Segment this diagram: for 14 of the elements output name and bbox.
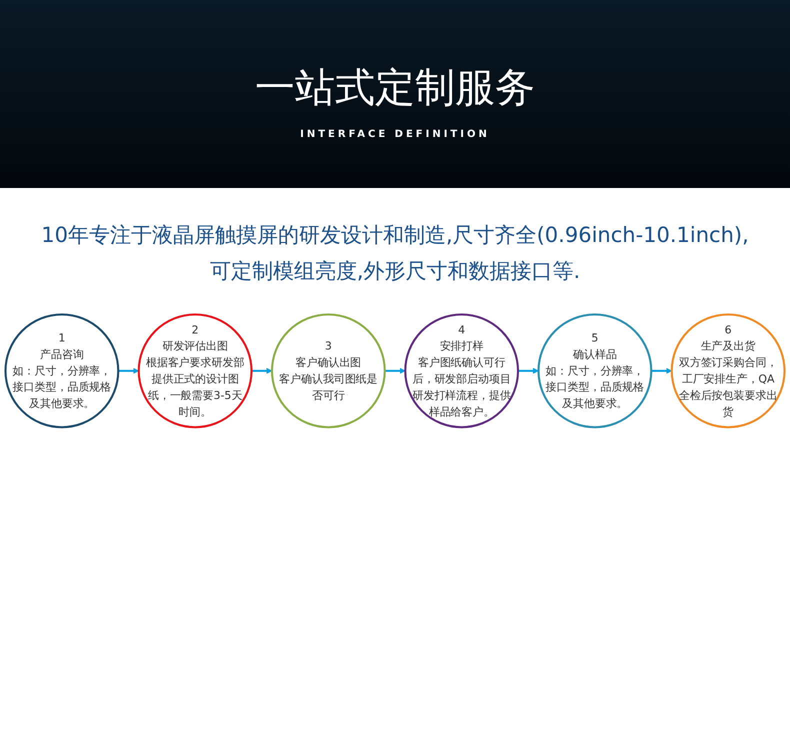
node-circle: 1 产品咨询 如：尺寸，分辨率，接口类型，品质规格及其他要求。 — [4, 314, 120, 429]
node-circle: 2 研发评估出图 根据客户要求研发部提供正式的设计图纸，一般需要3-5天时间。 — [138, 314, 253, 429]
intro-text: 10年专注于液晶屏触摸屏的研发设计和制造,尺寸齐全(0.96inch-10.1inch),可定制模组亮度,外形尺寸和数据接口等. — [40, 222, 750, 285]
title: 一站式定制服务 — [255, 64, 535, 113]
arrow — [252, 368, 272, 374]
node-circle: 3 客户确认出图 客户确认我司图纸是否可行 — [270, 314, 386, 429]
node-circle: 4 安排打样 客户图纸确认可行后，研发部启动项目研发打样流程，提供样品给客户。 — [404, 314, 520, 429]
arrow — [384, 368, 406, 374]
node-circle: 6 生产及出货 双方签订采购合同，工厂安排生产，QA全检后按包装要求出货 — [670, 314, 786, 429]
arrow — [118, 368, 140, 374]
node-circle: 5 确认样品 如：尺寸，分辨率，接口类型，品质规格及其他要求。 — [537, 314, 652, 429]
arrow — [651, 368, 672, 374]
arrow — [518, 368, 539, 374]
subtitle: INTERFACE DEFINITION — [300, 129, 490, 140]
